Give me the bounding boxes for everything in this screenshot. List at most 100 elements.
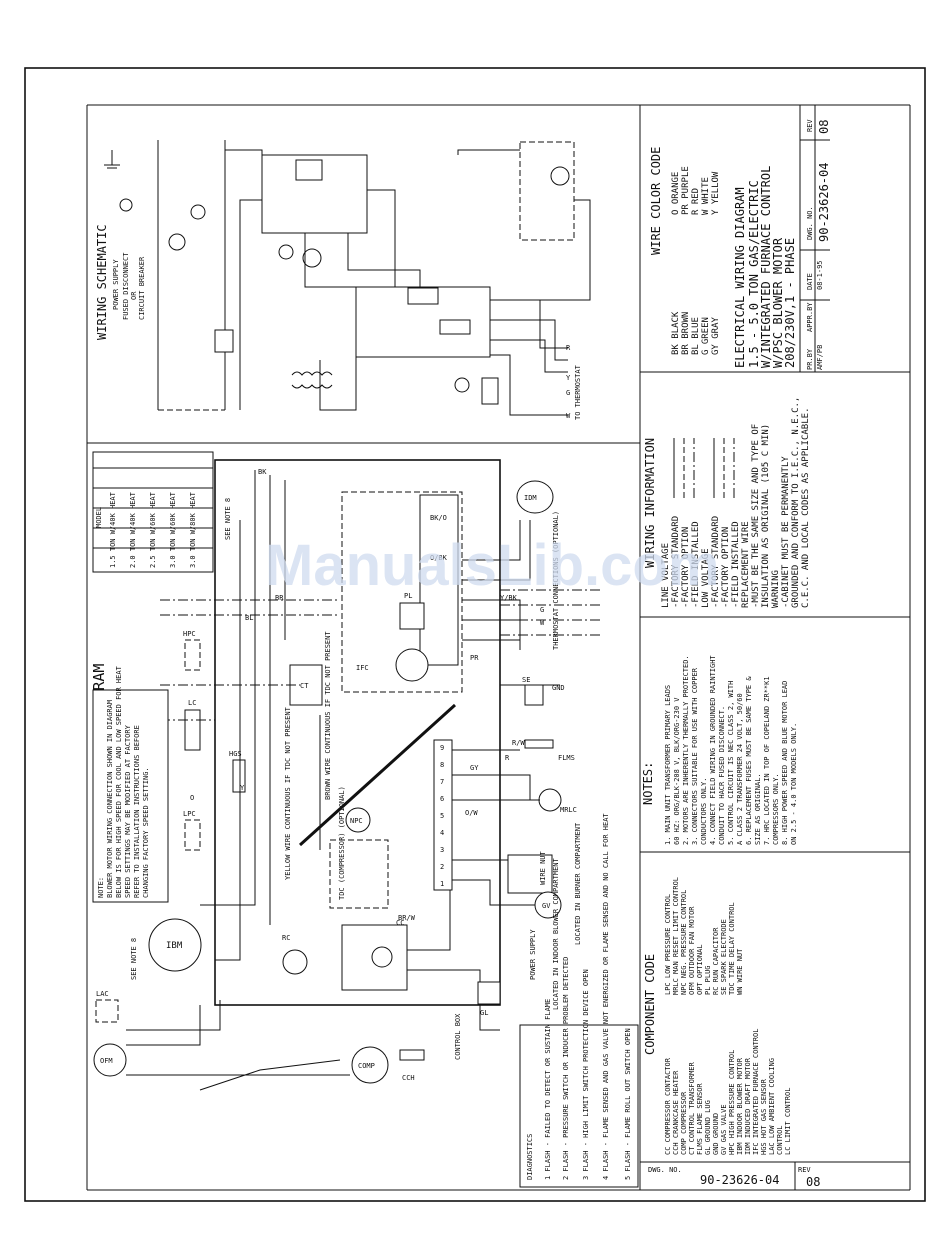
- gv-icon: [454, 377, 470, 393]
- terminal-number: 2: [440, 863, 444, 871]
- wire-tag: R: [505, 754, 510, 762]
- blower-speed-rows: MODEL 1.5 TON W/40K HEAT 2.0 TON W/40K H…: [95, 491, 197, 568]
- component-code: COMPONENT CODE CC COMPRESSOR CONTACTOR C…: [643, 877, 792, 1155]
- terminal-number: 8: [440, 761, 444, 769]
- title-block-meta: PR.BY AMF/PB APPR.BY DATE 08-1-95 DWG. N…: [806, 119, 831, 370]
- title-block: ELECTRICAL WIRING DIAGRAM 1.5 - 5.0 TON …: [733, 166, 797, 368]
- cc-coil-icon: [371, 946, 393, 968]
- wi-line: -CABINET MUST BE PERMANENTLY: [781, 456, 791, 608]
- control-box-label: CONTROL BOX: [454, 1013, 462, 1060]
- speed-note-line: BELOW IS FOR HIGH SPEED FOR COOL AND LOW…: [115, 665, 123, 898]
- schematic-wire: [319, 357, 357, 411]
- wi-line: LOW VOLTAGE: [701, 548, 711, 608]
- schematic-wire: [490, 354, 568, 416]
- wire-tag: O: [190, 794, 194, 802]
- idm-motor-icon: [516, 480, 554, 514]
- schematic-supply: OR: [130, 291, 138, 300]
- wi-line: -FACTORY STANDARD: [671, 516, 681, 608]
- title-line-3: W/INTEGRATED FURNACE CONTROL: [759, 166, 773, 368]
- notes: NOTES: 1. MAIN UNIT TRANSFORMER PRIMARY …: [641, 655, 798, 845]
- wcc-c1-4: GY GRAY: [711, 316, 721, 355]
- wire-tag: BK: [258, 468, 267, 476]
- title-line-5: 208/230V,1 - PHASE: [783, 238, 797, 368]
- rc-capacitor-icon: [282, 949, 308, 975]
- tdc-label: TDC (COMPRESSOR) (OPTIONAL): [338, 786, 346, 900]
- cc-item: LPC LOW PRESSURE CONTROL: [664, 894, 672, 995]
- wcc-title: WIRE COLOR CODE: [649, 147, 663, 255]
- se-icon: [481, 377, 499, 405]
- note-line: 5. CONTROL CIRCUIT IS NEC CLASS 2, WITH: [727, 681, 735, 845]
- comp-label: COMP: [358, 1062, 375, 1070]
- speed-note-box: [92, 689, 169, 903]
- hpc-label: HPC: [183, 630, 196, 638]
- date-label: DATE: [806, 273, 814, 290]
- term-g: G: [566, 389, 570, 397]
- power-supply-label: POWER SUPPLY: [529, 929, 537, 980]
- diagnostic-line: 4 FLASH - FLAME SENSED AND GAS VALVE NOT…: [602, 813, 610, 1180]
- diagram-wire: [452, 774, 531, 800]
- yellow-wire-note: YELLOW WIRE CONTINUOUS IF TDC NOT PRESEN…: [284, 706, 292, 880]
- mrlc-icon: [538, 788, 562, 812]
- wire-tag: O/BK: [430, 554, 448, 562]
- diagram-wire: [215, 520, 241, 961]
- cc-item: WN WIRE NUT: [736, 948, 744, 995]
- see-note-8-ibm: SEE NOTE 8: [130, 938, 138, 980]
- thick-harness-wire: [298, 703, 457, 847]
- npc-icon: [345, 807, 371, 833]
- note-line: 1. MAIN UNIT TRANSFORMER PRIMARY LEADS: [664, 685, 672, 845]
- ifc-label: IFC: [356, 664, 369, 672]
- gl-label: GL: [480, 1009, 488, 1017]
- transformer-secondary: [291, 384, 333, 389]
- idm-motor-icon: [302, 248, 322, 268]
- schematic-wire: [490, 339, 568, 373]
- wi-line: -FACTORY STANDARD: [711, 516, 721, 608]
- wi-title: WIRING INFORMATION: [643, 438, 657, 568]
- appr-by-label: APPR.BY: [806, 302, 814, 332]
- wi-line: REPLACEMENT WIRE: [741, 521, 751, 608]
- diagnostics-title: DIAGNOSTICS: [526, 1134, 534, 1180]
- cch-heater: [399, 1049, 425, 1061]
- flms-label: FLMS: [558, 754, 575, 762]
- wi-line: -FACTORY OPTION: [721, 527, 731, 608]
- wi-line: -FACTORY OPTION: [681, 527, 691, 608]
- cc-item: LAC LOW AMBIENT COOLING: [768, 1058, 776, 1155]
- schematic-title: WIRING SCHEMATIC: [95, 224, 109, 340]
- ifc-relay: [407, 287, 439, 305]
- note-line: 2. MOTORS ARE INHERENTLY THERMALLY PROTE…: [682, 655, 690, 845]
- fuse-icon: [395, 648, 429, 682]
- wire-tag: W: [540, 619, 545, 627]
- cc-item: CONTROL: [776, 1125, 784, 1155]
- sheet-frame: [24, 67, 926, 1202]
- lc-limit-control: [184, 709, 201, 751]
- wire-tag: Y/BK: [500, 594, 518, 602]
- wcc-c2-1: PR PURPLE: [681, 166, 691, 215]
- thermostat-conn-label: THERMOSTAT CONNECTIONS (OPTIONAL): [552, 511, 560, 650]
- title-line-2: 1.5 - 5.0 TON GAS/ELECTRIC: [747, 180, 761, 368]
- tdc-icon: [550, 166, 570, 186]
- cc-item: HGS HOT GAS SENSOR: [760, 1078, 768, 1155]
- title-line-1: ELECTRICAL WIRING DIAGRAM: [733, 187, 747, 368]
- cc-item: CC COMPRESSOR CONTACTOR: [664, 1057, 672, 1155]
- dwg-no-label: DWG. NO.: [806, 206, 814, 240]
- cc-item: IBM INDOOR BLOWER MOTOR: [736, 1057, 744, 1155]
- cc-label: CC: [396, 919, 404, 927]
- bottom-dwg-value: 90-23626-04: [700, 1173, 779, 1187]
- terminal-number: 7: [440, 778, 444, 786]
- ibm-motor-icon: [148, 918, 202, 972]
- pl-label: PL: [404, 592, 412, 600]
- lc-label: LC: [188, 699, 196, 707]
- wi-line: INSULATION AS ORIGINAL (105 C MIN): [761, 424, 771, 608]
- terminal-number: 9: [440, 744, 444, 752]
- term-w: W: [566, 412, 571, 420]
- diagram-wire: [462, 520, 531, 581]
- comp-icon: [190, 204, 206, 220]
- wire-tag: GY: [470, 764, 479, 772]
- wire-nut-block: [507, 854, 553, 894]
- note-line: 7. HRC LOCATED IN TOP OF COPELAND ZR**K1: [763, 676, 771, 845]
- blower-compartment-note: LOCATED IN INDOOR BLOWER COMPARTMENT: [552, 857, 560, 1010]
- wire-tag: Y: [240, 784, 245, 792]
- ibm-label: IBM: [166, 941, 183, 951]
- cc-item: GV GAS VALVE: [720, 1104, 728, 1155]
- bottom-dwg-block: DWG. NO. 90-23626-04 REV 08: [648, 1166, 820, 1189]
- cc-item: LC LIMIT CONTROL: [784, 1088, 792, 1155]
